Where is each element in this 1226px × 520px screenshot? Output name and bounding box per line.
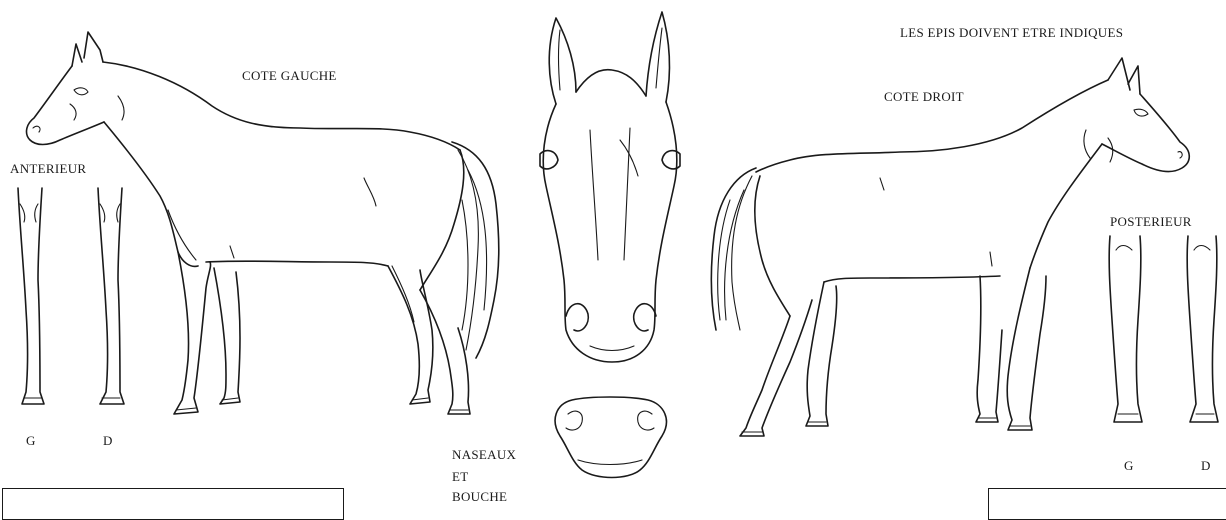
anterior-legs-diagram — [18, 188, 124, 404]
mouth-label: BOUCHE — [452, 488, 507, 505]
left-side-label: COTE GAUCHE — [242, 67, 337, 84]
right-side-label: COTE DROIT — [884, 88, 964, 105]
left-side-horse — [27, 32, 499, 414]
nostrils-label: NASEAUX — [452, 446, 516, 463]
head-front-view — [540, 12, 680, 362]
anterior-right-label: D — [103, 432, 113, 449]
right-side-horse — [711, 58, 1189, 436]
anterior-label: ANTERIEUR — [10, 160, 86, 177]
whorls-instruction: LES EPIS DOIVENT ETRE INDIQUES — [900, 24, 1123, 41]
right-notes-box — [988, 488, 1226, 520]
posterior-right-label: D — [1201, 457, 1211, 474]
posterior-left-label: G — [1124, 457, 1134, 474]
horse-identification-diagram: COTE GAUCHE COTE DROIT LES EPIS DOIVENT … — [0, 0, 1226, 507]
anterior-left-label: G — [26, 432, 36, 449]
line-drawings — [0, 0, 1226, 507]
posterior-label: POSTERIEUR — [1110, 213, 1192, 230]
posterior-legs-diagram — [1109, 236, 1218, 422]
left-notes-box — [2, 488, 344, 520]
and-label: ET — [452, 468, 468, 485]
nostrils-mouth-view — [555, 397, 666, 478]
